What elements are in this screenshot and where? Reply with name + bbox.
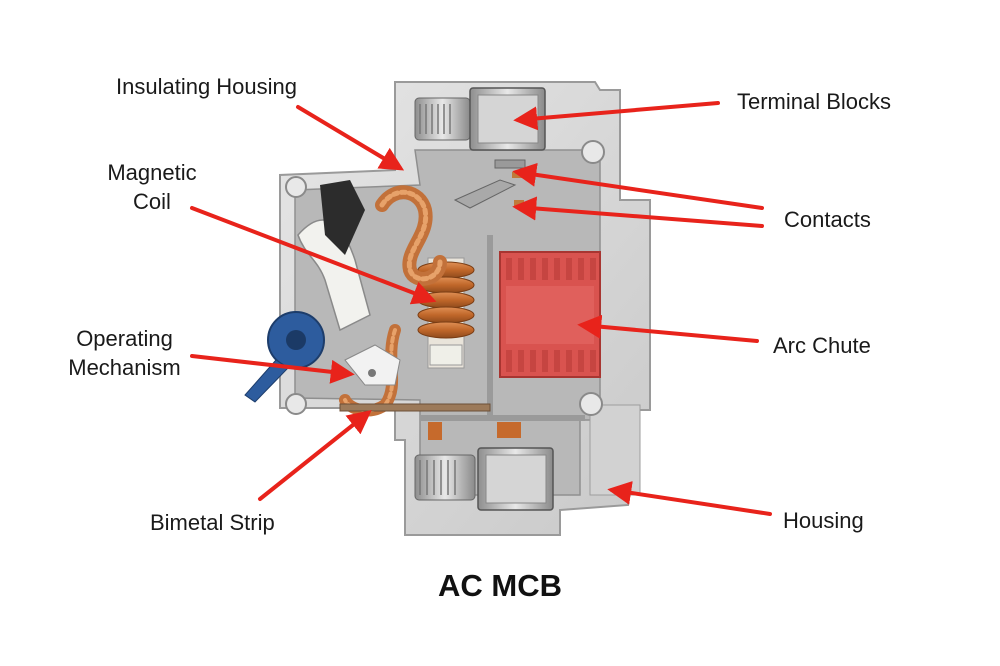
label-arc-chute: Arc Chute xyxy=(773,333,871,358)
arrow-contacts-lower xyxy=(512,196,764,228)
label-contacts: Contacts xyxy=(784,207,871,232)
bottom-terminal-block xyxy=(414,447,554,511)
label-magnetic-coil-line1: Magnetic xyxy=(107,160,197,185)
diagram-title: AC MCB xyxy=(438,568,562,603)
arrow-arc-chute xyxy=(577,314,759,343)
label-terminal-blocks: Terminal Blocks xyxy=(737,89,892,114)
top-terminal-block xyxy=(414,87,546,151)
label-operating-mechanism-line1: Operating xyxy=(76,326,173,351)
arrow-terminal-blocks xyxy=(513,101,720,131)
label-housing: Housing xyxy=(783,508,864,533)
label-insulating-housing: Insulating Housing xyxy=(116,74,298,99)
toggle-handle xyxy=(244,311,325,403)
arrow-bimetal-strip xyxy=(258,410,372,501)
label-bimetal-strip: Bimetal Strip xyxy=(150,510,275,535)
label-operating-mechanism: Operating Mechanism xyxy=(52,324,197,382)
arrow-operating-mechanism xyxy=(190,354,355,384)
label-magnetic-coil-line2: Coil xyxy=(133,189,171,214)
arrow-housing xyxy=(607,481,772,516)
label-operating-mechanism-line2: Mechanism xyxy=(68,355,181,380)
arrow-magnetic-coil xyxy=(190,206,437,305)
arrow-insulating-housing xyxy=(296,105,405,171)
arc-chute xyxy=(499,251,601,378)
bimetal-strip xyxy=(339,403,521,440)
label-magnetic-coil: Magnetic Coil xyxy=(92,158,212,216)
arrow-contacts-upper xyxy=(512,162,764,210)
